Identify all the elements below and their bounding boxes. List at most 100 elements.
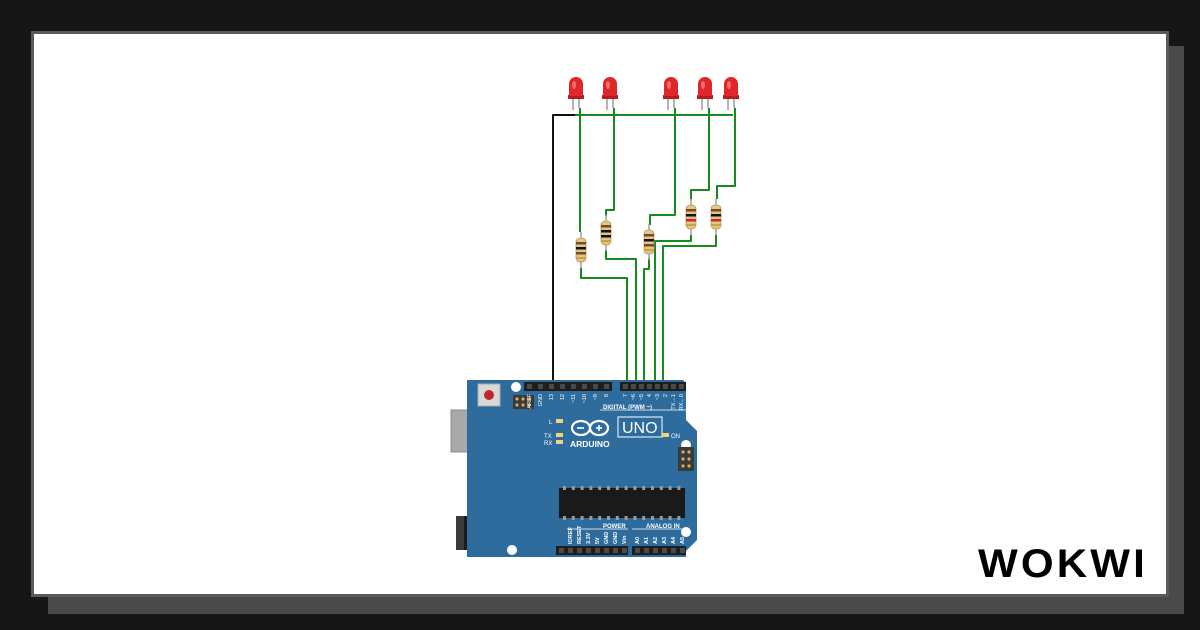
chip-pin <box>563 486 566 490</box>
led-5[interactable] <box>723 77 739 110</box>
digital-pin-label-right-6: TX→1 <box>671 394 677 410</box>
uno-badge <box>617 416 663 438</box>
wire-resistor5-pin[interactable] <box>662 235 717 385</box>
analog-pin-label-1: A1 <box>644 537 650 544</box>
wire-led5-resistor5[interactable] <box>716 108 736 199</box>
mounting-hole <box>507 545 517 555</box>
power-pin-label-2: 3.3V <box>586 532 592 544</box>
chip-pin <box>633 486 637 490</box>
wokwi-logo-text: WOKWI <box>978 542 1148 586</box>
ground-wire[interactable] <box>552 114 575 385</box>
chip-pin <box>589 486 593 490</box>
led-tx-indicator <box>556 433 563 437</box>
wire-led4-resistor4[interactable] <box>690 108 710 199</box>
mounting-hole <box>511 382 521 392</box>
power-header[interactable] <box>556 546 628 555</box>
led-3[interactable] <box>663 77 679 110</box>
digital-header-left[interactable] <box>524 382 612 391</box>
chip-pin <box>659 516 663 520</box>
wires <box>552 108 736 385</box>
icsp-header-top <box>513 395 534 409</box>
power-pin-label-4: GND <box>604 532 610 544</box>
led-l-label: L <box>549 420 553 426</box>
analog-label: ANALOG IN <box>646 524 680 530</box>
chip-pin <box>580 516 584 520</box>
wire-resistor3-pin[interactable] <box>643 258 650 385</box>
digital-pin-label-right-1: ~6 <box>631 394 637 400</box>
digital-pin-label-right-0: 7 <box>623 394 629 397</box>
chip-pin <box>624 486 628 490</box>
arduino-brand: ARDUINO <box>570 439 610 449</box>
resistor-3[interactable] <box>643 224 655 260</box>
digital-pin-label-left-7: 8 <box>604 394 610 397</box>
power-pin-label-6: Vin <box>622 535 628 544</box>
digital-pin-label-left-0: AREF <box>527 393 533 408</box>
resistor-5[interactable] <box>710 199 722 235</box>
wire-led2-resistor2[interactable] <box>605 108 615 216</box>
chip-pin <box>563 516 566 520</box>
resistor-4[interactable] <box>685 199 697 235</box>
digital-pin-label-right-3: 4 <box>647 394 653 397</box>
atmega-chip <box>559 486 685 520</box>
wire-resistor4-pin[interactable] <box>654 235 692 385</box>
board-name: UNO <box>622 420 658 437</box>
led-1[interactable] <box>568 77 584 110</box>
on-label: ON <box>671 434 680 440</box>
arduino-logo-icon <box>570 419 610 437</box>
digital-header-right[interactable] <box>620 382 686 391</box>
power-pin-label-0: IOREF <box>568 527 574 544</box>
wire-resistor1-pin[interactable] <box>580 268 628 385</box>
analog-pin-label-4: A4 <box>671 536 677 544</box>
analog-pin-label-2: A2 <box>653 537 659 544</box>
led-4[interactable] <box>697 77 713 110</box>
digital-pin-label-right-2: ~5 <box>639 394 645 400</box>
analog-pin-label-3: A3 <box>662 537 668 544</box>
analog-header[interactable] <box>632 546 686 555</box>
digital-pin-label-left-2: 13 <box>549 394 555 400</box>
chip-pin <box>615 516 619 520</box>
chip-pin <box>633 516 637 520</box>
icsp-header-right <box>678 447 694 471</box>
chip-pin <box>571 486 575 490</box>
chip-pin <box>668 516 672 520</box>
power-led-indicator <box>662 433 669 437</box>
resistor-2[interactable] <box>600 215 612 251</box>
led-rx-label: RX <box>544 441 552 447</box>
leds <box>568 77 739 110</box>
wire-resistor2-pin[interactable] <box>605 250 637 385</box>
resistor-1[interactable] <box>575 232 587 268</box>
led-2[interactable] <box>602 77 618 110</box>
chip-pin <box>642 516 646 520</box>
chip-pin <box>607 486 610 490</box>
chip-pin <box>659 486 663 490</box>
chip-pin <box>571 516 575 520</box>
digital-pin-label-right-5: 2 <box>663 394 669 397</box>
chip-pin <box>598 516 602 520</box>
power-pin-label-5: GND <box>613 532 619 544</box>
led-tx-label: TX <box>544 434 552 440</box>
digital-pin-label-left-1: GND <box>538 394 544 406</box>
digital-pin-label-left-3: 12 <box>560 394 566 400</box>
led-l-indicator <box>556 419 563 423</box>
chip-pin <box>668 486 672 490</box>
chip-pin <box>651 486 654 490</box>
digital-pin-label-right-7: RX←0 <box>679 394 685 410</box>
power-pin-label-1: RESET <box>577 525 583 544</box>
power-pin-label-3: 5V <box>595 537 601 544</box>
analog-pin-label-5: A5 <box>680 537 686 544</box>
digital-pin-label-left-5: ~10 <box>582 394 588 403</box>
wokwi-logo: WOKWI <box>978 542 1148 586</box>
chip-pin <box>624 516 628 520</box>
chip-pin <box>589 516 593 520</box>
power-label: POWER <box>603 524 626 530</box>
wire-led3-resistor3[interactable] <box>649 108 676 225</box>
digital-pin-label-left-4: ~11 <box>571 394 577 403</box>
chip-pin <box>607 516 610 520</box>
chip-pin <box>580 486 584 490</box>
led-rx-indicator <box>556 440 563 444</box>
